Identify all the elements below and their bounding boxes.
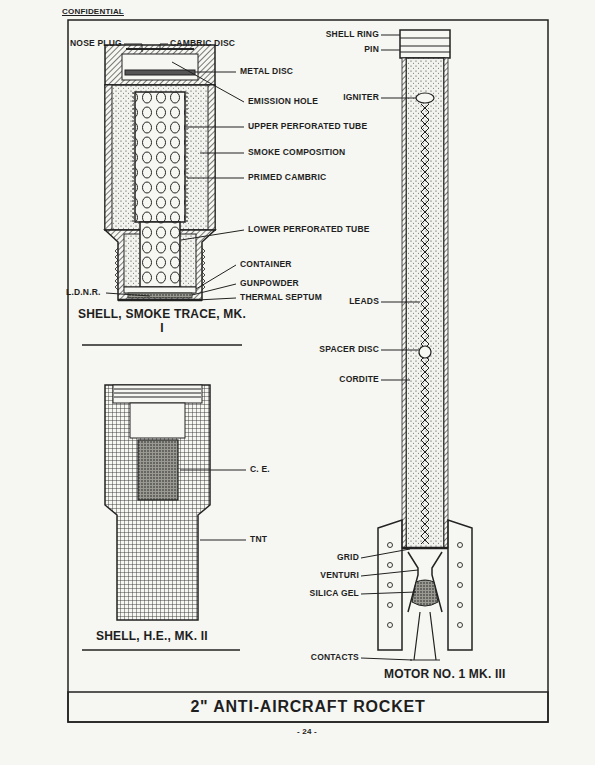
- part-label: NOSE PLUG: [70, 39, 122, 49]
- part-label: UPPER PERFORATED TUBE: [248, 122, 367, 132]
- part-label: SPACER DISC: [319, 345, 379, 355]
- lead-wire: [421, 104, 429, 544]
- part-label: SHELL RING: [326, 30, 379, 40]
- figure-caption: MOTOR NO. 1 MK. III: [384, 668, 506, 682]
- part-label: EMISSION HOLE: [248, 97, 318, 107]
- part-label: LOWER PERFORATED TUBE: [248, 225, 370, 235]
- header-mark: CONFIDENTIAL: [62, 7, 124, 16]
- part-label: PIN: [364, 45, 379, 55]
- part-label: C. E.: [250, 465, 270, 475]
- part-label: TNT: [250, 535, 267, 545]
- part-label: THERMAL SEPTUM: [240, 293, 322, 303]
- part-label: IGNITER: [343, 93, 379, 103]
- diagram-title: 2" ANTI-AIRCRAFT ROCKET: [190, 698, 425, 716]
- part-label: CORDITE: [339, 375, 379, 385]
- figure-caption: SHELL, H.E., MK. II: [96, 630, 208, 644]
- part-label: CONTACTS: [311, 653, 359, 663]
- part-label: PRIMED CAMBRIC: [248, 173, 326, 183]
- part-label: SMOKE COMPOSITION: [248, 148, 345, 158]
- lead-wire: [421, 104, 429, 544]
- part-label: CAMBRIC DISC: [170, 39, 235, 49]
- part-label: METAL DISC: [240, 67, 293, 77]
- part-label: GRID: [337, 553, 359, 563]
- part-label: VENTURI: [320, 571, 359, 581]
- part-label: CONTAINER: [240, 260, 292, 270]
- part-label: SILICA GEL: [310, 589, 359, 599]
- figure-caption: SHELL, SMOKE TRACE, MK. I: [77, 308, 247, 336]
- page-number: - 24 -: [297, 727, 317, 736]
- part-label: LEADS: [349, 297, 379, 307]
- part-label: GUNPOWDER: [240, 279, 299, 289]
- part-label: L.D.N.R.: [66, 288, 101, 298]
